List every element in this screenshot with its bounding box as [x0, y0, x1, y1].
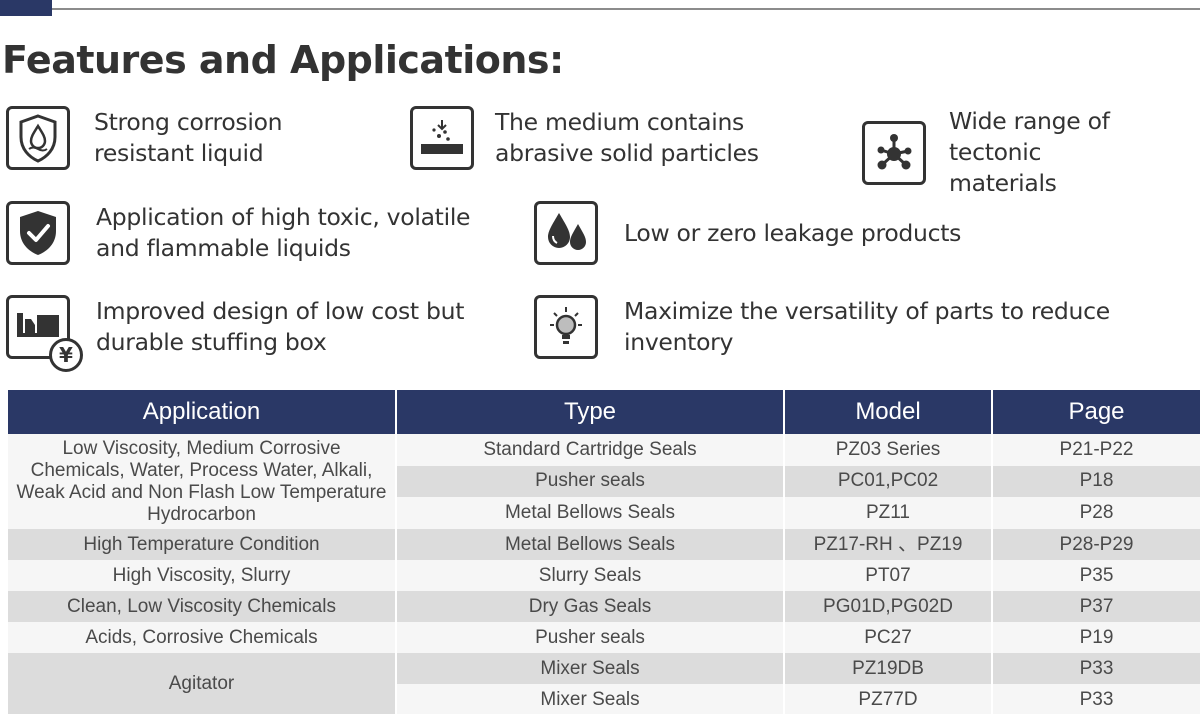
- shield-check-icon: [6, 201, 70, 265]
- feature-text: Maximize the versatility of parts to red…: [624, 297, 1110, 356]
- page-cell: P35: [992, 560, 1200, 591]
- type-cell: Dry Gas Seals: [396, 591, 785, 622]
- feature-stuffing-box: ¥ Improved design of low cost but durabl…: [6, 295, 465, 372]
- yuan-coin-icon: ¥: [49, 338, 83, 372]
- feature-leakage: Low or zero leakage products: [534, 201, 961, 265]
- page-cell: P28: [992, 497, 1200, 529]
- model-cell: PZ11: [784, 497, 993, 529]
- type-cell: Mixer Seals: [396, 684, 785, 714]
- model-cell: PC01,PC02: [784, 465, 993, 498]
- feature-corrosion: Strong corrosion resistant liquid: [6, 106, 283, 170]
- application-cell: Agitator: [8, 653, 397, 714]
- table-row: Clean, Low Viscosity Chemicals Dry Gas S…: [8, 591, 1200, 622]
- light-bulb-icon: [534, 295, 598, 359]
- table-row: Metal Bellows Seals PZ11 P28: [8, 497, 1200, 529]
- header-type: Type: [396, 390, 785, 434]
- feature-text: Strong corrosion resistant liquid: [94, 108, 283, 167]
- page-cell: P37: [992, 591, 1200, 622]
- truck-yuan-icon: ¥: [6, 295, 83, 372]
- type-cell: Metal Bellows Seals: [396, 497, 785, 529]
- model-cell: PZ77D: [784, 684, 993, 714]
- model-cell: PZ17-RH 、PZ19: [784, 529, 993, 560]
- type-cell: Slurry Seals: [396, 560, 785, 591]
- model-cell: PG01D,PG02D: [784, 591, 993, 622]
- feature-materials: Wide range of tectonic materials: [862, 106, 1200, 199]
- model-cell: PZ03 Series: [784, 434, 993, 466]
- model-cell: PZ19DB: [784, 653, 993, 684]
- type-cell: Pusher seals: [396, 465, 785, 498]
- top-accent-bar: [0, 0, 52, 16]
- application-cell: Clean, Low Viscosity Chemicals: [8, 591, 397, 622]
- application-cell: High Temperature Condition: [8, 529, 397, 560]
- header-page: Page: [992, 390, 1200, 434]
- feature-text: Application of high toxic, volatile and …: [96, 203, 471, 262]
- type-cell: Standard Cartridge Seals: [396, 434, 785, 466]
- page-cell: P33: [992, 684, 1200, 714]
- table-row: Low Viscosity, Medium Corrosive Chemical…: [8, 434, 1200, 529]
- feature-text: Improved design of low cost but durable …: [96, 297, 465, 356]
- page-cell: P21-P22: [992, 434, 1200, 466]
- page-cell: P28-P29: [992, 529, 1200, 560]
- water-drops-icon: [534, 201, 598, 265]
- application-cell: High Viscosity, Slurry: [8, 560, 397, 591]
- feature-text: Low or zero leakage products: [624, 218, 962, 247]
- table-row: High Temperature Condition Metal Bellows…: [8, 529, 1200, 560]
- page-cell: P33: [992, 653, 1200, 684]
- type-cell: Metal Bellows Seals: [396, 529, 785, 560]
- application-cell: Low Viscosity, Medium Corrosive Chemical…: [8, 434, 397, 529]
- table-row: High Viscosity, Slurry Slurry Seals PT07…: [8, 560, 1200, 591]
- table-row: Agitator Mixer Seals PZ19DB P33: [8, 653, 1200, 714]
- type-cell: Mixer Seals: [396, 653, 785, 684]
- top-divider: [52, 8, 1200, 10]
- feature-toxic: Application of high toxic, volatile and …: [6, 201, 471, 265]
- application-cell: Acids, Corrosive Chemicals: [8, 622, 397, 653]
- table-header-row: Application Type Model Page: [8, 390, 1200, 434]
- page-cell: P18: [992, 465, 1200, 498]
- page-title: Features and Applications:: [2, 38, 564, 82]
- application-table: Application Type Model Page Low Viscosit…: [8, 390, 1200, 714]
- page-cell: P19: [992, 622, 1200, 653]
- corrosion-shield-droplet-icon: [6, 106, 70, 170]
- type-cell: Pusher seals: [396, 622, 785, 653]
- abrasive-particles-icon: [410, 106, 474, 170]
- header-model: Model: [784, 390, 993, 434]
- header-application: Application: [8, 390, 397, 434]
- model-cell: PT07: [784, 560, 993, 591]
- model-cell: PC27: [784, 622, 993, 653]
- feature-text: The medium contains abrasive solid parti…: [495, 108, 759, 167]
- feature-versatility: Maximize the versatility of parts to red…: [534, 295, 1200, 359]
- table-row: Pusher seals PC01,PC02 P18: [8, 465, 1200, 498]
- feature-abrasive: The medium contains abrasive solid parti…: [410, 106, 759, 170]
- table-row: Mixer Seals PZ77D P33: [8, 684, 1200, 714]
- molecule-structure-icon: [862, 120, 926, 185]
- feature-text: Wide range of tectonic materials: [949, 107, 1110, 197]
- table-row: Acids, Corrosive Chemicals Pusher seals …: [8, 622, 1200, 653]
